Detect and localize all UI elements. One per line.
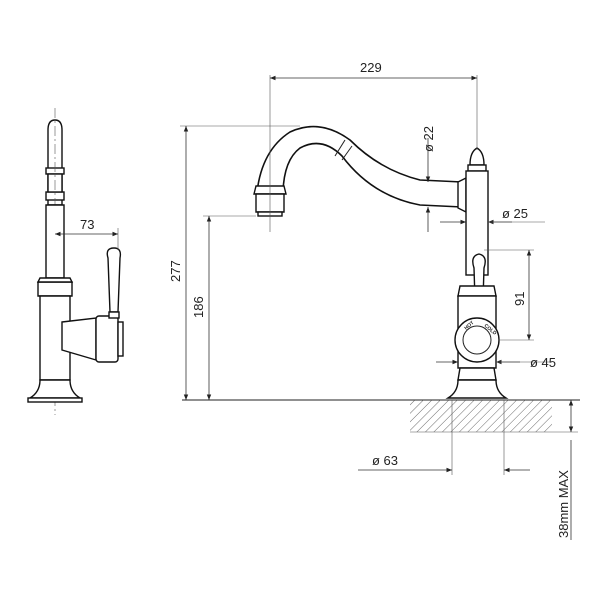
- outlet-height-label: 186: [191, 296, 206, 318]
- dimension-labels: 229 ø 22 ø 25 73 277 186 91 ø 45 ø 63 38…: [80, 60, 571, 538]
- spout-reach-label: 229: [360, 60, 382, 75]
- bench-section: [182, 399, 580, 433]
- total-height-label: 277: [168, 260, 183, 282]
- front-view: HOT COLD: [253, 125, 509, 399]
- body-diameter-label: ø 25: [502, 206, 528, 221]
- handle-projection-label: 73: [80, 217, 94, 232]
- hot-label: HOT: [463, 320, 475, 331]
- hub-diameter-label: ø 45: [530, 355, 556, 370]
- spout-diameter-label: ø 22: [421, 126, 436, 152]
- dimension-lines: [55, 75, 578, 540]
- bench-thickness-label: 38mm MAX: [556, 470, 571, 538]
- base-diameter-label: ø 63: [372, 453, 398, 468]
- side-view: [27, 108, 124, 415]
- handle-height-label: 91: [512, 292, 527, 306]
